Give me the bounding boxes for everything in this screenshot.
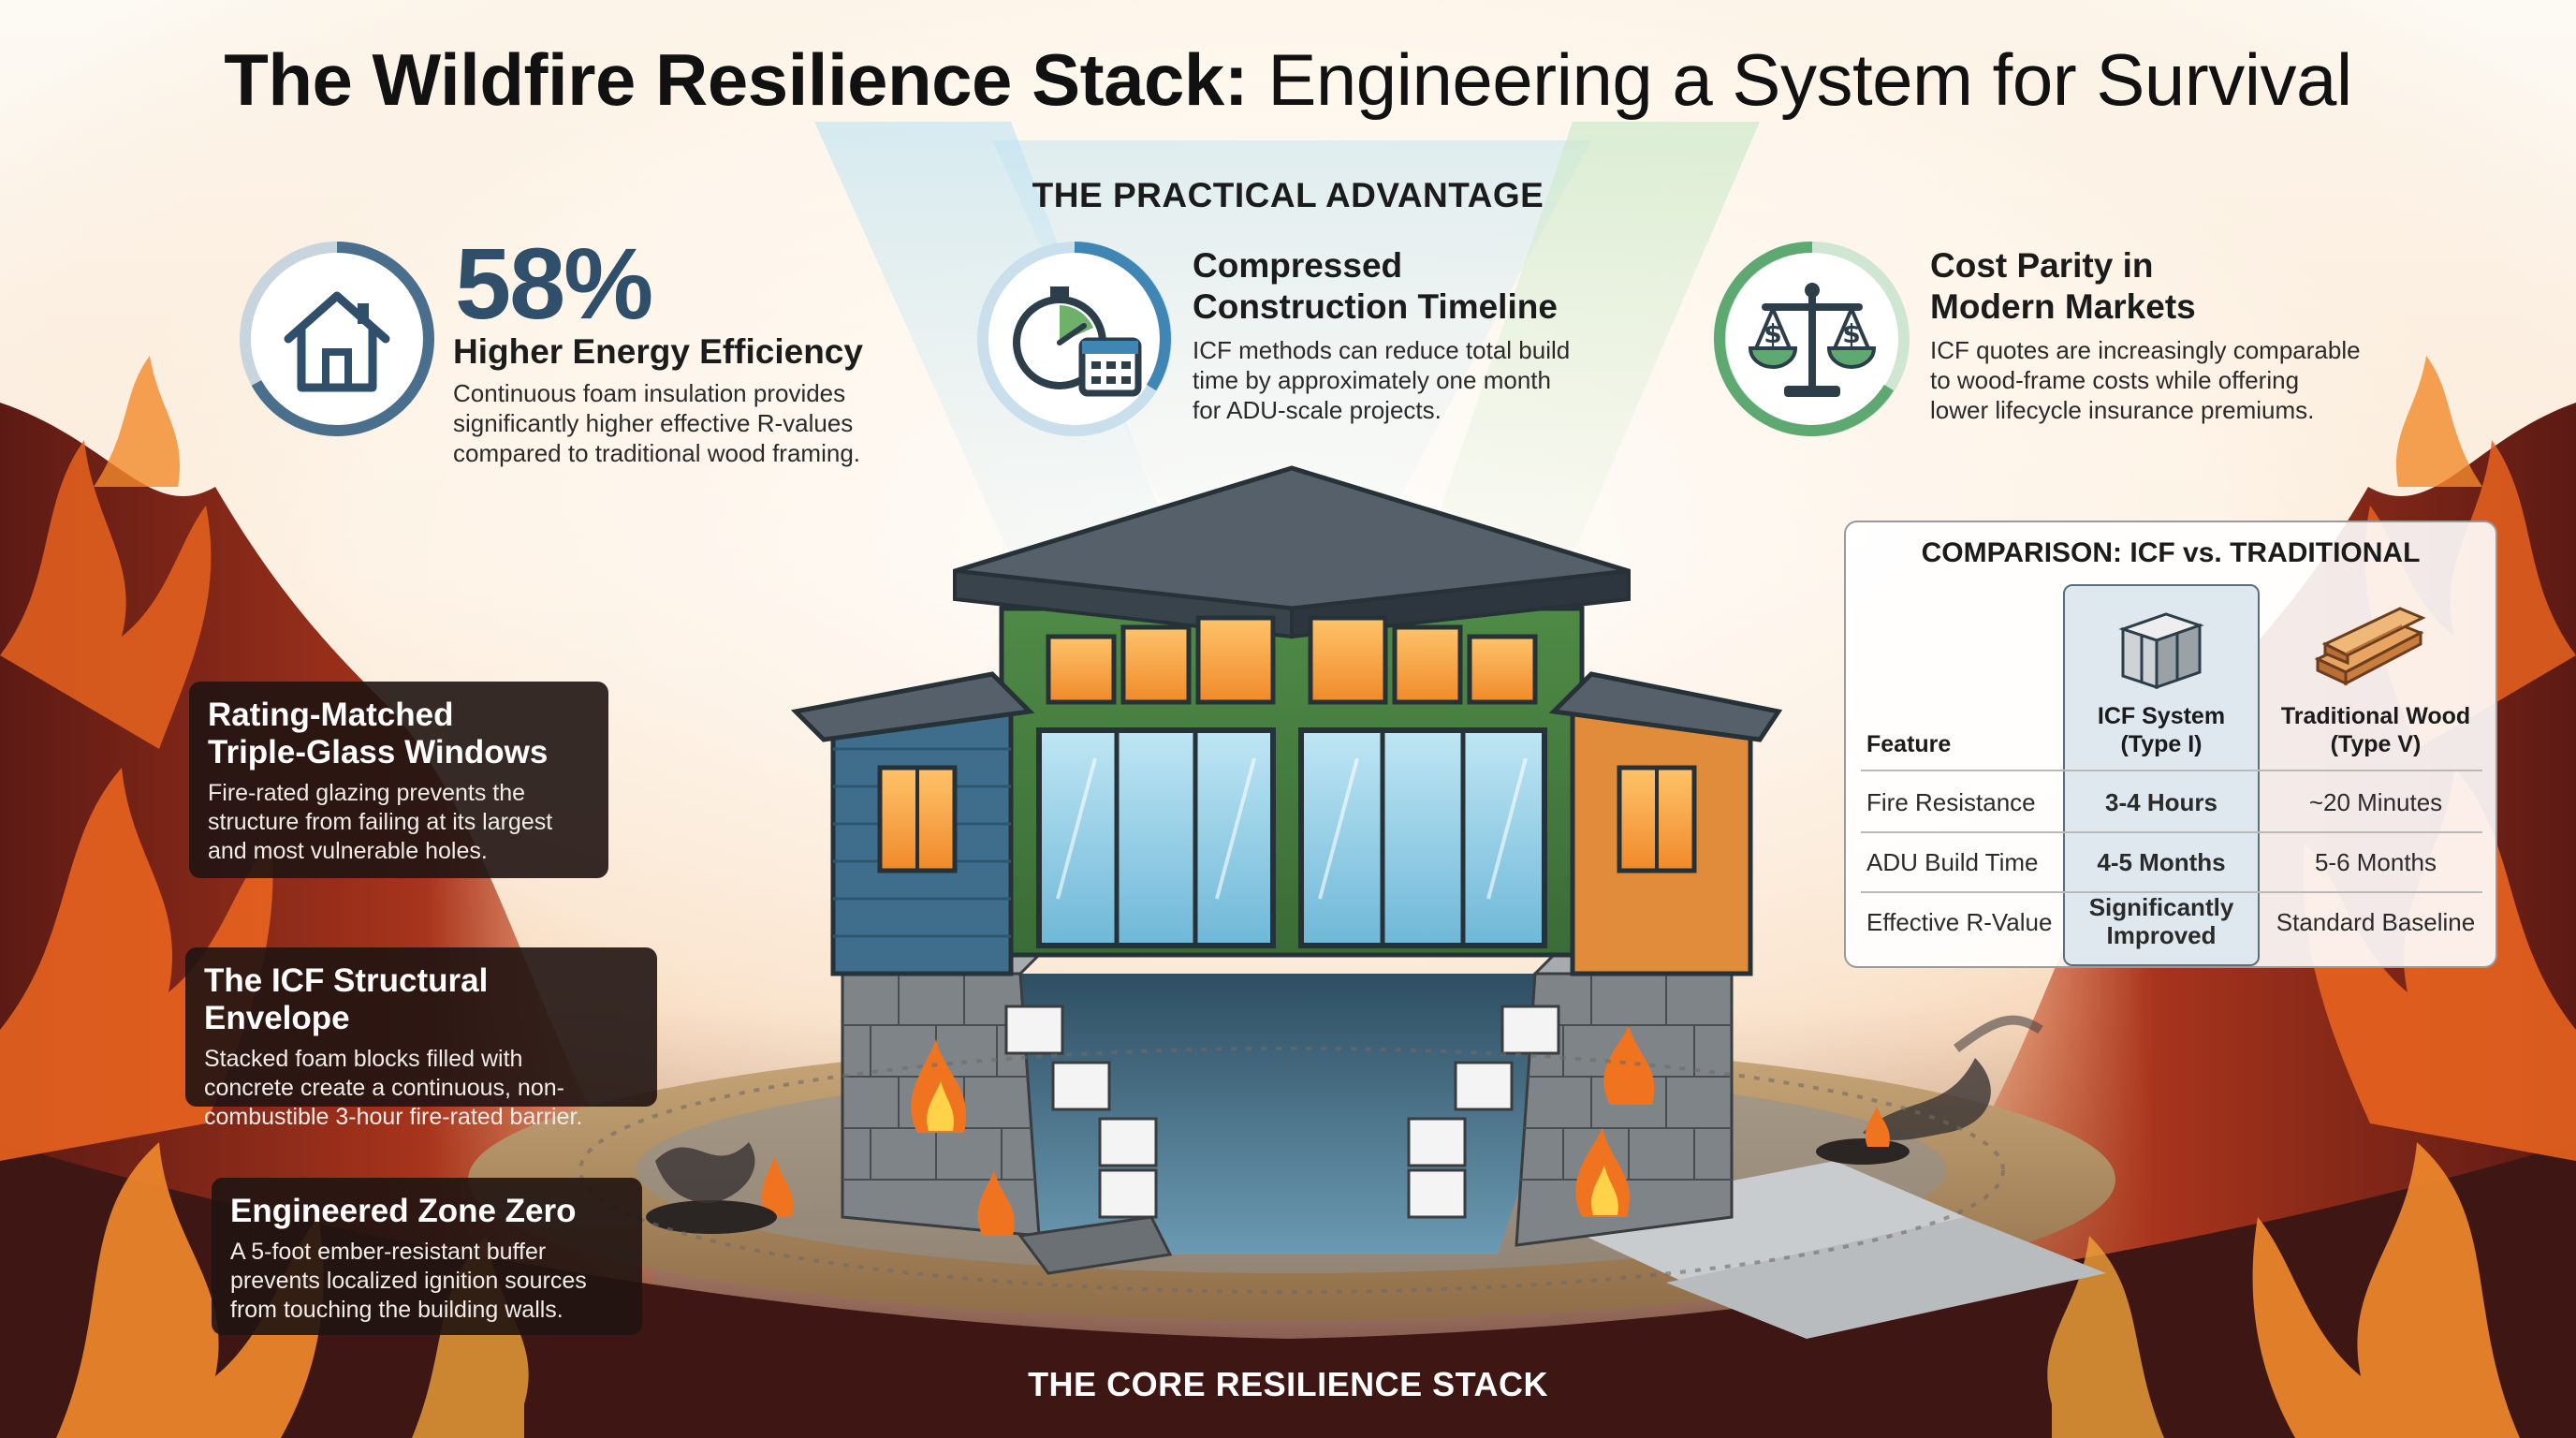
header-traditional-wood: Traditional Wood (Type V) [2280,703,2471,757]
row-adu-build-time-wood: 5-6 Months [2314,848,2437,876]
comparison-table-title: COMPARISON: ICF vs. TRADITIONAL [1921,537,2421,568]
energy-stat-number: 58% [455,227,653,340]
icf-block-icon [2118,612,2204,690]
header-icf-system: ICF System (Type I) [2097,703,2226,757]
icf-column-highlight [2063,584,2260,966]
title-rest: Engineering a System for Survival [1267,38,2352,121]
energy-stat-title: Higher Energy Efficiency [453,332,863,371]
callout-triple-glass-windows: Rating-Matched Triple-Glass Windows Fire… [189,682,608,878]
callout-title: Engineered Zone Zero [230,1193,577,1229]
callout-body: A 5-foot ember-resistant buffer prevents… [230,1239,587,1323]
comparison-table: COMPARISON: ICF vs. TRADITIONAL Feature … [1844,521,2497,968]
callout-engineered-zone-zero: Engineered Zone Zero A 5-foot ember-resi… [212,1178,642,1335]
header-feature: Feature [1866,731,1952,757]
page-title: The Wildfire Resilience Stack: Engineeri… [0,37,2576,123]
scales-icon: $ $ [1713,241,1910,436]
wood-planks-icon [2314,607,2426,686]
row-adu-build-time-icf: 4-5 Months [2097,848,2226,876]
callout-title: Rating-Matched Triple-Glass Windows [208,697,549,770]
house-icon [240,242,434,436]
row-divider [1861,891,2482,893]
cost-stat-title: Cost Parity in Modern Markets [1930,246,2196,326]
timeline-stat-title: Compressed Construction Timeline [1193,246,1558,326]
svg-text:$: $ [1842,318,1860,349]
practical-advantage-heading: THE PRACTICAL ADVANTAGE [1032,176,1544,214]
row-divider [1861,770,2482,771]
stopwatch-calendar-icon [977,242,1172,436]
row-divider [1861,831,2482,833]
title-bold: The Wildfire Resilience Stack: [224,38,1249,121]
timeline-stat-description: ICF methods can reduce total build time … [1193,336,1571,424]
svg-text:$: $ [1764,318,1781,349]
row-fire-resistance-feature: Fire Resistance [1866,788,2036,816]
row-r-value-feature: Effective R-Value [1866,908,2053,936]
callout-body: Fire-rated glazing prevents the structur… [208,780,553,864]
row-r-value-wood: Standard Baseline [2276,908,2476,936]
row-fire-resistance-wood: ~20 Minutes [2308,788,2443,816]
row-r-value-icf: Significantly Improved [2088,893,2234,949]
energy-stat-description: Continuous foam insulation provides sign… [453,379,861,467]
cost-stat-description: ICF quotes are increasingly comparable t… [1930,336,2361,424]
callout-title: The ICF Structural Envelope [204,962,489,1036]
callout-icf-structural-envelope: The ICF Structural Envelope Stacked foam… [185,947,657,1130]
callout-body: Stacked foam blocks filled with concrete… [204,1046,583,1130]
row-fire-resistance-icf: 3-4 Hours [2105,788,2217,816]
core-resilience-stack-label: THE CORE RESILIENCE STACK [1028,1365,1548,1403]
row-adu-build-time-feature: ADU Build Time [1866,848,2039,876]
